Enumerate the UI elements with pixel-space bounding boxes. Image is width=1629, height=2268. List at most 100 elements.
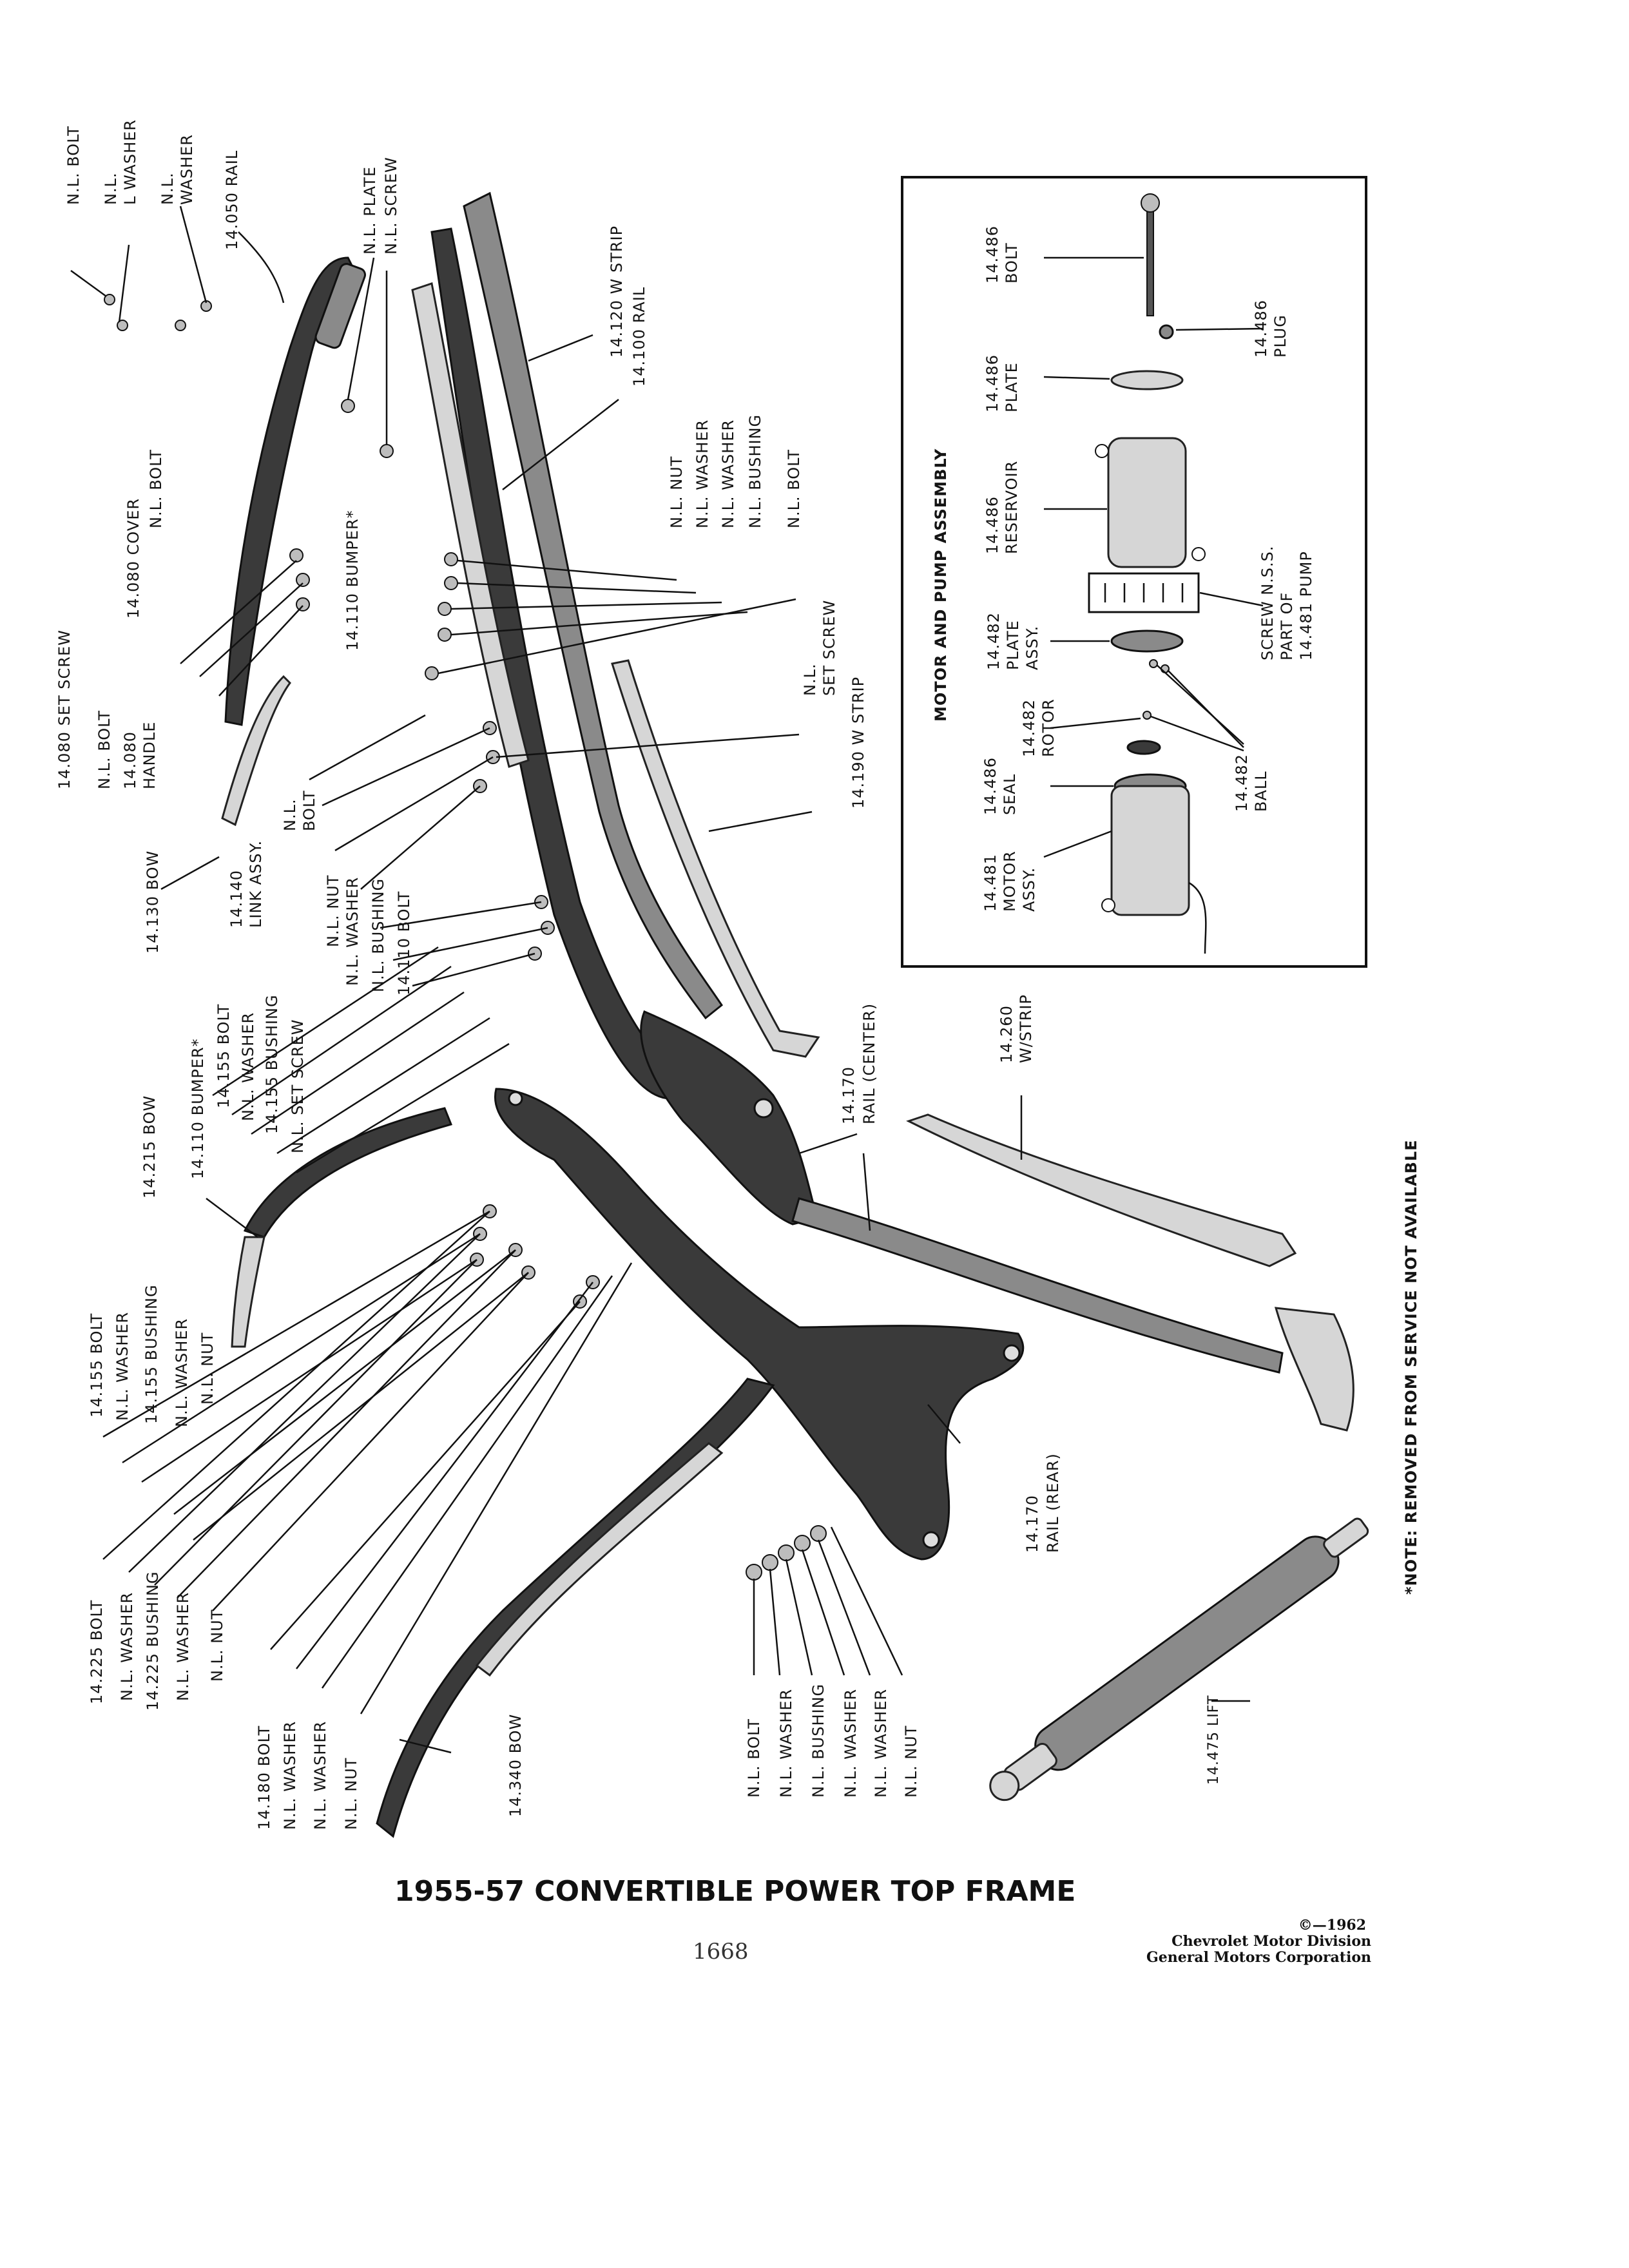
rail-14050-drawing — [224, 256, 360, 726]
inset-plate-assy-drawing — [1110, 629, 1184, 653]
inset-label-plate-1: 14.486 — [983, 354, 1001, 412]
label-nl-washer-l: N.L. WASHER — [842, 1689, 860, 1798]
inset-label-ball-2: BALL — [1252, 771, 1270, 812]
inset-motor-wire — [1188, 881, 1207, 954]
page-number: 1668 — [693, 1939, 749, 1965]
part-labels: N.L. BOLT N.L. L WASHER N.L. WASHER 14.0… — [55, 119, 1222, 1830]
w-strip-14120-drawing — [463, 191, 724, 1020]
inset-label-plate-assy-2: PLATE — [1004, 620, 1022, 670]
service-note: *NOTE: REMOVED FROM SERVICE NOT AVAILABL… — [1402, 1139, 1420, 1595]
copyright-year: ©—1962 — [1298, 1917, 1366, 1934]
label-bow-14340: 14.340 BOW — [506, 1714, 525, 1817]
label-rail-center-2: RAIL (CENTER) — [860, 1003, 878, 1124]
label-w-strip-14260-2: W/STRIP — [1017, 994, 1035, 1063]
inset-label-motor-3: ASSY. — [1020, 867, 1038, 912]
label-nl-bushing-c: N.L. BUSHING — [809, 1684, 827, 1798]
label-nl-washer-m: N.L. WASHER — [872, 1689, 890, 1798]
label-w-strip-14260-1: 14.260 — [998, 1005, 1016, 1063]
inset-rotor-drawing — [1126, 740, 1161, 755]
inset-label-rotor-2: ROTOR — [1039, 698, 1057, 757]
inset-label-bolt-1: 14.486 — [983, 226, 1001, 284]
inset-label-motor-1: 14.481 — [981, 854, 999, 912]
label-nl-washer-j: N.L. WASHER — [311, 1721, 329, 1830]
rail-rear-arm-drawing — [791, 1197, 1284, 1374]
label-nl-bolt-d-2: BOLT — [300, 790, 318, 831]
label-rail-center-1: 14.170 — [840, 1066, 858, 1124]
label-bushing-14225: 14.225 BUSHING — [144, 1571, 162, 1711]
bow-14130-drawing — [221, 675, 291, 827]
label-nl-plate: N.L. PLATE — [361, 166, 379, 255]
label-nl-washer-top-1: N.L. — [159, 172, 177, 205]
inset-label-plate-2: PLATE — [1003, 362, 1021, 412]
label-nl-washer-e: N.L. WASHER — [113, 1312, 131, 1421]
label-set-screw-14080: 14.080 SET SCREW — [55, 629, 73, 789]
label-handle-14080-1: 14.080 — [121, 731, 139, 789]
inset-label-seal-2: SEAL — [1001, 774, 1019, 815]
rail-14050-end-drawing — [314, 263, 366, 349]
label-nl-nut-c: N.L. NUT — [198, 1332, 217, 1405]
label-nl-l-washer-2: L WASHER — [121, 119, 139, 205]
label-nl-bushing-a: N.L. BUSHING — [746, 414, 764, 528]
label-link-14140-1: 14.140 — [227, 870, 246, 928]
inset-label-plug-1: 14.486 — [1252, 300, 1270, 358]
rail-center-hole — [753, 1098, 774, 1119]
rail-rear-hole-3 — [508, 1091, 523, 1106]
label-nl-set-screw-1: N.L. — [801, 663, 819, 696]
label-nl-bushing-b: N.L. BUSHING — [369, 878, 387, 992]
w-strip-14190-drawing — [611, 659, 820, 1058]
inset-label-plate-assy-1: 14.482 — [985, 612, 1003, 670]
inset-reservoir-hole-1 — [1095, 444, 1109, 458]
label-bolt-14155a: 14.155 BOLT — [215, 1004, 233, 1108]
rail-rear-end-bracket — [1274, 1307, 1354, 1432]
label-nl-washer-b: N.L. WASHER — [719, 419, 737, 528]
inset-label-motor-2: MOTOR — [1001, 850, 1019, 912]
inset-label-screw-2: PART OF — [1278, 592, 1296, 660]
bow-14340-strip — [475, 1442, 724, 1677]
inset-label-screw-3: 14.481 PUMP — [1297, 551, 1315, 660]
label-nl-nut-a: N.L. NUT — [668, 456, 686, 528]
label-bushing-14155b: 14.155 BUSHING — [142, 1284, 160, 1424]
bow-14215-lower — [231, 1236, 265, 1348]
label-bolt-14225: 14.225 BOLT — [88, 1600, 106, 1704]
label-nl-washer-k: N.L. WASHER — [777, 1689, 795, 1798]
inset-screws — [1104, 583, 1184, 602]
label-nl-bolt-b: N.L. BOLT — [147, 449, 165, 528]
label-nl-washer-top-2: WASHER — [178, 134, 196, 205]
label-nl-washer-i: N.L. WASHER — [281, 1721, 299, 1830]
label-bushing-14155a: 14.155 BUSHING — [263, 994, 281, 1134]
copyright-corporation: General Motors Corporation — [1146, 1949, 1371, 1966]
inset-label-rotor-1: 14.482 — [1020, 699, 1038, 757]
inset-title: MOTOR AND PUMP ASSEMBLY — [932, 448, 950, 722]
copyright-division: Chevrolet Motor Division — [1171, 1933, 1371, 1950]
label-nl-set-screw-b: N.L. SET SCREW — [289, 1019, 307, 1153]
inset-label-plug-2: PLUG — [1271, 314, 1289, 358]
leader-lines — [70, 206, 1250, 1754]
label-nl-washer-f: N.L. WASHER — [173, 1318, 191, 1427]
inset-reservoir-drawing — [1107, 437, 1187, 568]
rail-rear-hole-1 — [1003, 1344, 1021, 1362]
label-bumper-14110b: 14.110 BUMPER* — [189, 1038, 207, 1179]
label-nl-washer-c: N.L. WASHER — [343, 877, 361, 986]
inset-bolt-drawing — [1146, 206, 1154, 316]
label-bow-14215: 14.215 BOW — [140, 1095, 159, 1198]
label-nl-washer-g: N.L. WASHER — [118, 1592, 136, 1701]
label-bolt-14155b: 14.155 BOLT — [88, 1313, 106, 1418]
label-nl-washer-a: N.L. WASHER — [693, 419, 711, 528]
label-nl-nut-f: N.L. NUT — [902, 1725, 920, 1798]
label-nl-bolt-e: N.L. BOLT — [745, 1718, 763, 1798]
inset-bolt-head — [1141, 193, 1160, 213]
inset-label-reservoir-1: 14.486 — [983, 496, 1001, 554]
label-nl-bolt-a: N.L. BOLT — [785, 449, 803, 528]
label-nl-nut-e: N.L. NUT — [342, 1758, 360, 1830]
label-rail-rear-1: 14.170 — [1023, 1495, 1041, 1553]
inset-label-screw-1: SCREW N.S.S. — [1258, 546, 1277, 661]
part-drawings — [104, 191, 1369, 1838]
label-nl-nut-d: N.L. NUT — [208, 1610, 226, 1682]
label-w-strip-14120: 14.120 W STRIP — [608, 226, 626, 358]
inset-ball-1 — [1149, 659, 1158, 668]
label-nl-set-screw-2: SET SCREW — [820, 600, 838, 696]
inset-label-ball-1: 14.482 — [1233, 754, 1251, 812]
label-rail-rear-2: RAIL (REAR) — [1044, 1453, 1062, 1553]
label-nl-bolt-top: N.L. BOLT — [64, 126, 82, 205]
